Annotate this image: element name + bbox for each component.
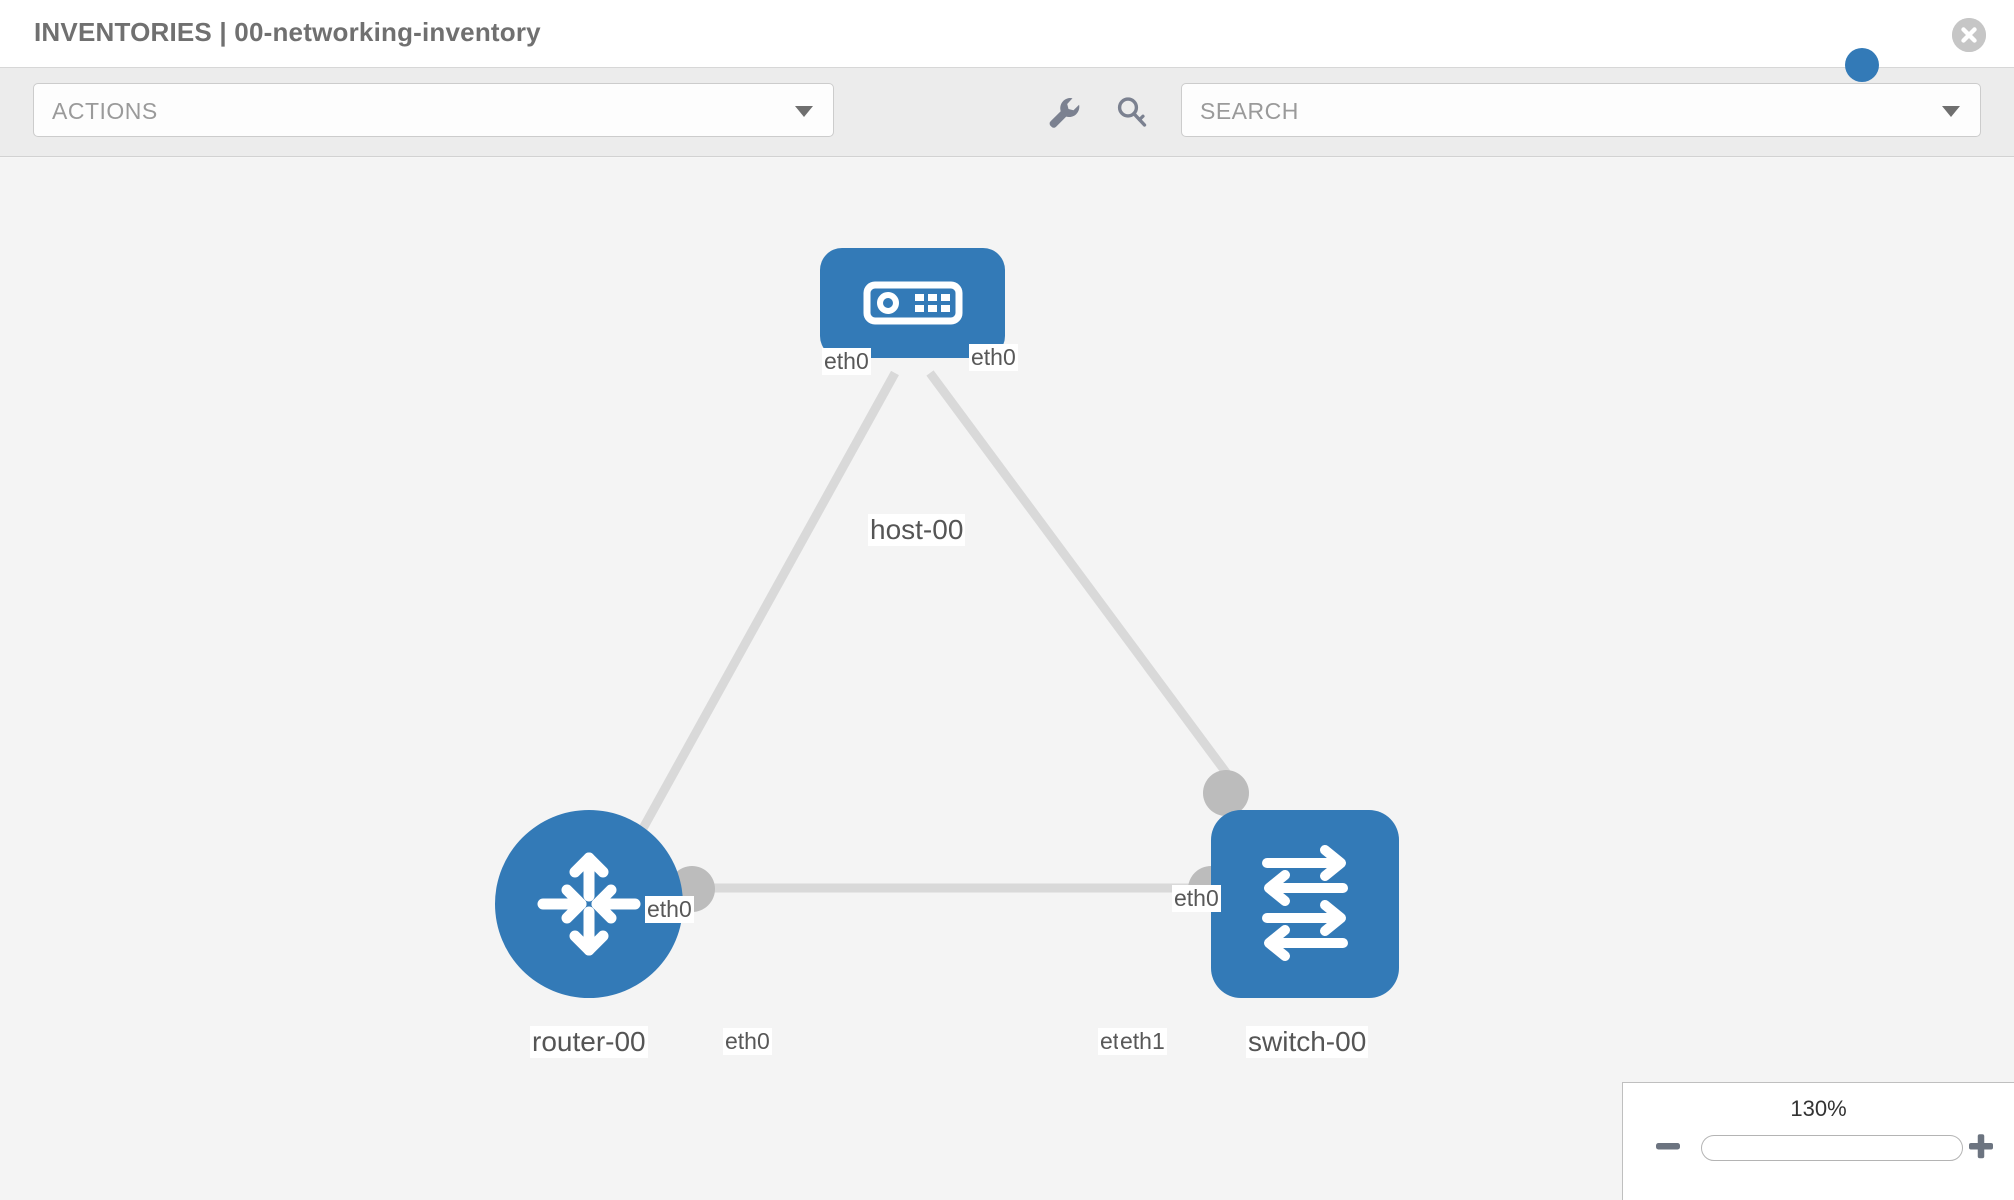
search-input[interactable]: SEARCH [1181,83,1981,137]
iface-label-host-right: eth0 [969,344,1018,371]
minus-icon[interactable] [1653,1131,1683,1161]
topology-canvas[interactable]: host-00 [0,158,2014,1200]
zoom-slider-track[interactable] [1701,1135,1963,1161]
node-router-00-label: router-00 [530,1026,648,1058]
page-title: INVENTORIES | 00-networking-inventory [34,17,541,47]
link-host-switch [926,370,1249,801]
page-header: INVENTORIES | 00-networking-inventory [0,0,2014,68]
node-switch-00-label: switch-00 [1246,1026,1369,1058]
plus-icon[interactable] [1966,1131,1996,1161]
connector-switch-topleft [1203,770,1249,816]
link-host-router [606,370,899,891]
key-icon[interactable] [1113,94,1151,132]
zoom-control-panel: 130% [1622,1082,2014,1200]
switch-arrows-icon [1262,845,1348,961]
search-placeholder: SEARCH [1200,98,1299,124]
close-icon[interactable] [1952,18,1986,52]
node-host-00-shape [820,248,1005,358]
server-icon [863,281,962,325]
topology-links [606,370,1249,893]
iface-label-switch-up: eth0 [1172,885,1221,912]
node-host-00-label: host-00 [868,514,966,546]
node-switch-00-shape [1211,810,1399,998]
iface-label-router-up: eth0 [645,896,694,923]
four-arrows-icon [537,852,641,956]
zoom-slider-thumb[interactable] [1845,48,1879,82]
chevron-down-icon [795,106,813,117]
iface-label-router-right: eth0 [723,1028,772,1055]
iface-label-switch-left: eth1 [1118,1028,1167,1055]
wrench-icon[interactable] [1045,94,1083,132]
actions-dropdown[interactable]: ACTIONS [33,83,834,137]
chevron-down-icon[interactable] [1942,106,1960,117]
actions-dropdown-label: ACTIONS [52,98,158,124]
iface-label-host-left: eth0 [822,348,871,375]
zoom-level-value: 130% [1790,1096,1847,1121]
